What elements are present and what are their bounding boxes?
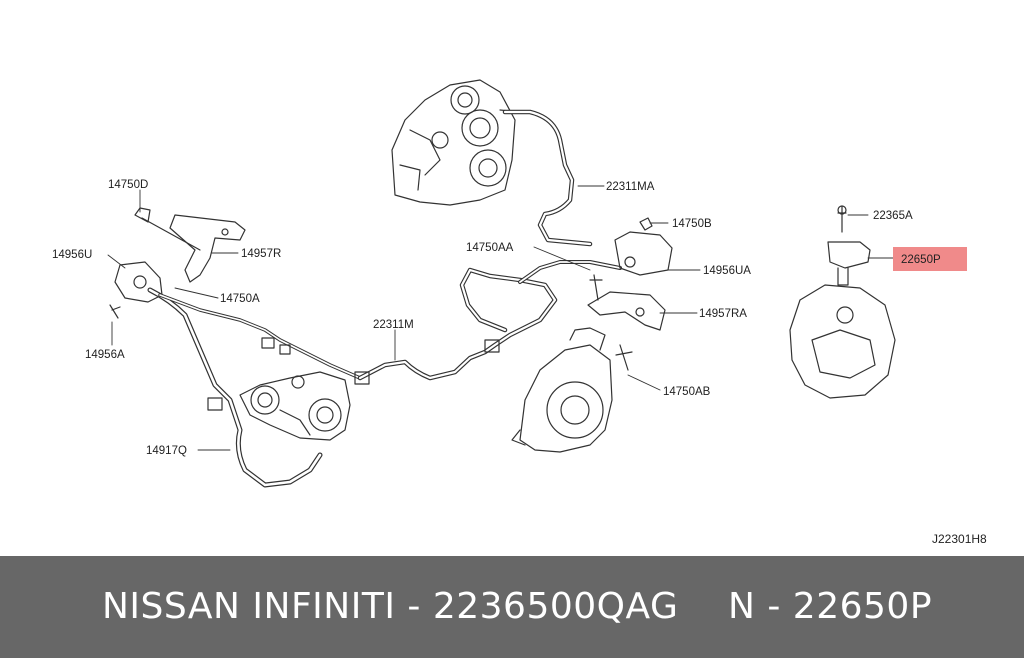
left-bracket-drawing xyxy=(109,207,246,319)
label-14957R: 14957R xyxy=(241,248,281,260)
highlight-box xyxy=(893,247,967,271)
sensor-22650P-drawing xyxy=(827,205,871,286)
footer-brand-part-number: NISSAN INFINITI - 2236500QAG xyxy=(102,586,679,627)
footer-bar: NISSAN INFINITI - 2236500QAG N - 22650P xyxy=(0,556,1024,658)
label-14750AB: 14750AB xyxy=(663,386,711,398)
label-14750B: 14750B xyxy=(672,218,712,230)
label-14956U: 14956U xyxy=(52,249,92,261)
label-22650P: 22650P xyxy=(901,254,941,266)
lower-center-engine-drawing xyxy=(511,327,613,453)
hose-22311MA xyxy=(502,109,593,247)
footer-diagram-ref: N - 22650P xyxy=(728,586,933,627)
label-14957RA: 14957RA xyxy=(699,308,747,320)
label-14750AA: 14750AA xyxy=(466,242,514,254)
right-engine-drawing xyxy=(789,284,896,399)
label-14750D: 14750D xyxy=(108,179,148,191)
upper-engine-drawing xyxy=(391,79,521,206)
right-bracket-drawing xyxy=(587,217,673,371)
diagram-code: J22301H8 xyxy=(932,532,987,546)
parts-diagram: 14750D 14956U 14957R 14750A 14956A 14917… xyxy=(52,79,987,546)
label-22365A: 22365A xyxy=(873,210,913,222)
throttle-body-drawing xyxy=(239,371,351,441)
label-22311M: 22311M xyxy=(373,319,414,331)
label-22311MA: 22311MA xyxy=(606,181,655,193)
label-14956A: 14956A xyxy=(85,349,125,361)
label-14750A: 14750A xyxy=(220,293,260,305)
label-14917Q: 14917Q xyxy=(146,445,187,457)
label-14956UA: 14956UA xyxy=(703,265,751,277)
